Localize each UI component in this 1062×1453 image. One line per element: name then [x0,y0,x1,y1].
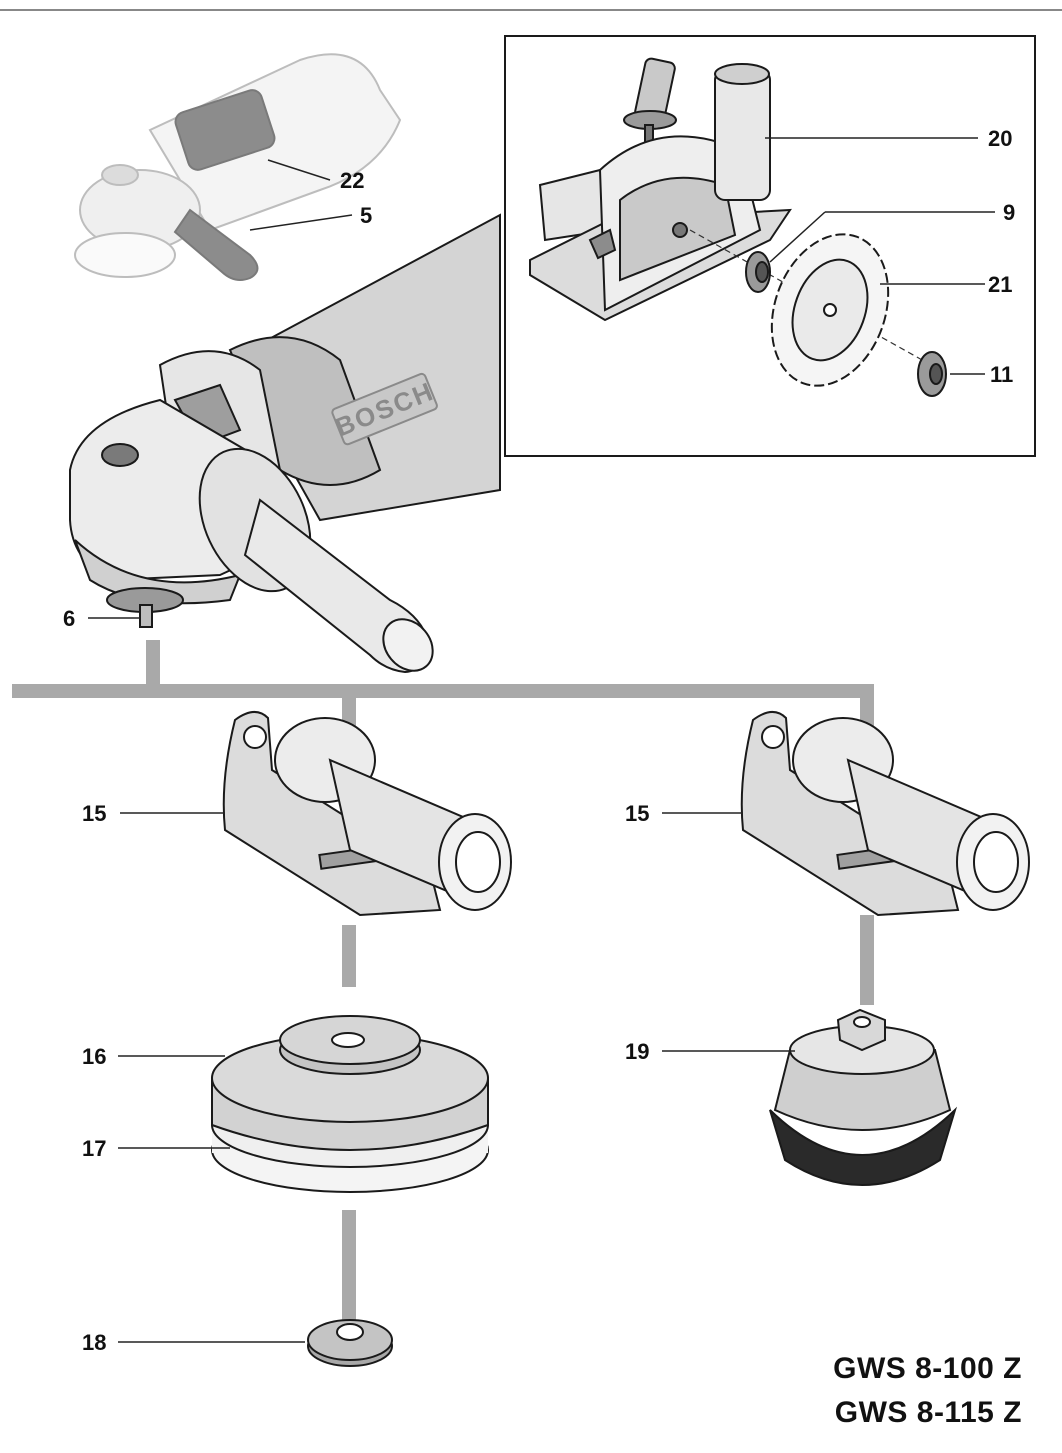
connector-lines [12,640,874,1320]
callout-5: 5 [360,203,372,228]
callout-16: 16 [82,1044,106,1069]
cutting-guard-frame [504,35,1036,457]
flange-9 [745,251,771,293]
diamond-blade-21 [770,233,890,387]
model-name-2: GWS 8-115 Z [834,1396,1022,1429]
leader-22 [267,159,331,181]
callout-22: 22 [340,168,364,193]
callout-11: 11 [990,362,1013,387]
clamping-nut-11 [917,351,947,397]
clamping-nut-18 [307,1319,393,1367]
callout-18: 18 [82,1330,106,1355]
callout-17: 17 [82,1136,106,1161]
callout-20: 20 [988,126,1012,151]
cutting-guard-assembly [529,57,792,322]
bosch-logo-plate [331,372,438,446]
callout-21: 21 [988,272,1012,297]
handle-assembly-right [740,711,1030,917]
grinder-thumbnail [74,53,402,281]
angle-grinder [69,213,501,674]
callout-15-left: 15 [82,801,106,826]
callout-19: 19 [625,1039,649,1064]
model-name-1: GWS 8-100 Z [833,1352,1022,1385]
leader-5 [249,214,353,231]
callout-9: 9 [1003,200,1015,225]
leader-9 [769,211,826,263]
rubber-sanding-plate-16 [211,1015,489,1193]
cup-brush-19 [767,1008,958,1186]
handle-assembly-left [222,711,512,917]
callout-15-right: 15 [625,801,649,826]
callout-6: 6 [63,606,75,631]
